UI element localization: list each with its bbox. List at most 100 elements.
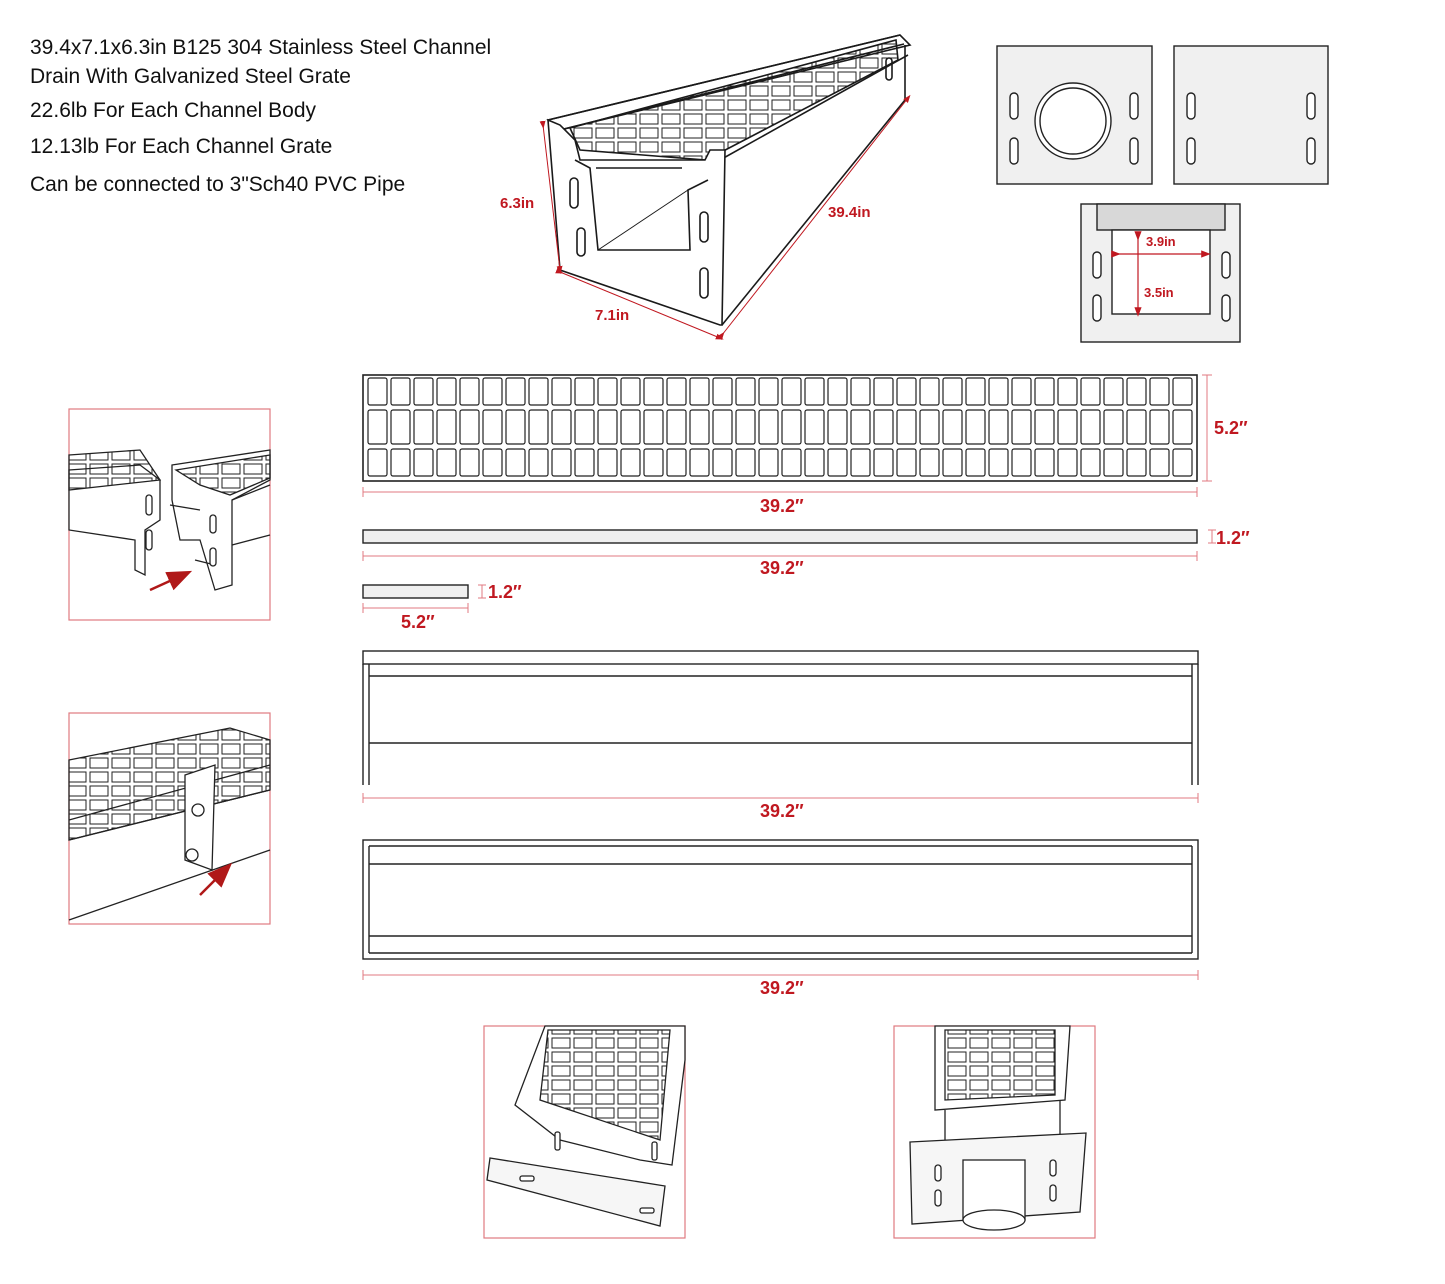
iso-length-label: 39.4in — [828, 204, 871, 221]
grate-cell — [804, 409, 825, 445]
grate-cell — [1103, 377, 1124, 406]
grate-cell — [1172, 409, 1193, 445]
grate-cell — [988, 377, 1009, 406]
grate-cell — [1149, 409, 1170, 445]
grate-cell — [896, 377, 917, 406]
body-top-length-label: 39.2″ — [760, 978, 804, 998]
grate-cell — [1126, 409, 1147, 445]
grate-cell — [597, 377, 618, 406]
grate-cell — [1172, 377, 1193, 406]
grate-cell — [689, 409, 710, 445]
grate-cell — [551, 409, 572, 445]
grate-cell — [712, 448, 733, 477]
grate-cell — [643, 409, 664, 445]
body-top-dimension-line — [362, 970, 1199, 980]
grate-cell — [804, 377, 825, 406]
grate-cell — [850, 409, 871, 445]
grate-cell — [1034, 409, 1055, 445]
grate-cell — [551, 377, 572, 406]
grate-cell — [1034, 377, 1055, 406]
grate-cell — [436, 377, 457, 406]
grate-cell — [1126, 377, 1147, 406]
grate-cell — [482, 409, 503, 445]
detail-channel-connection — [68, 408, 271, 621]
grate-cell — [459, 377, 480, 406]
grate-cell — [1080, 448, 1101, 477]
grate-cell — [413, 377, 434, 406]
grate-cell — [413, 448, 434, 477]
grate-cell — [1034, 448, 1055, 477]
grate-cell — [1080, 377, 1101, 406]
grate-cell — [413, 409, 434, 445]
grate-cell — [574, 409, 595, 445]
endcap-opening-height-label: 3.9in — [1146, 234, 1176, 249]
grate-cell — [620, 448, 641, 477]
grate-cell — [827, 377, 848, 406]
grate-cell — [1126, 448, 1147, 477]
grate-cell — [850, 448, 871, 477]
grate-cell — [735, 409, 756, 445]
grate-cell — [390, 448, 411, 477]
grate-width-label: 5.2″ — [1214, 418, 1248, 438]
grate-cell — [390, 409, 411, 445]
grate-cell — [1149, 448, 1170, 477]
grate-cell — [620, 409, 641, 445]
grate-end-width-label: 5.2″ — [401, 612, 435, 632]
iso-channel-drawing — [546, 34, 912, 326]
body-side-dimension-line — [362, 793, 1199, 803]
detail-end-plate — [483, 1025, 686, 1239]
grate-cell — [436, 448, 457, 477]
spec-pipe-note: Can be connected to 3"Sch40 PVC Pipe — [30, 173, 406, 196]
grate-side-view — [362, 529, 1198, 544]
endcap-dimension-lines — [1111, 231, 1211, 317]
grate-cell — [597, 409, 618, 445]
grate-top-view — [362, 374, 1198, 482]
grate-cell — [712, 409, 733, 445]
grate-cell — [505, 377, 526, 406]
grate-cell — [965, 409, 986, 445]
grate-cell — [436, 409, 457, 445]
endcap-open-frame — [1080, 203, 1241, 343]
grate-cell — [643, 448, 664, 477]
grate-cell — [896, 448, 917, 477]
grate-cell — [459, 448, 480, 477]
grate-cell — [367, 377, 388, 406]
grate-cell — [1057, 409, 1078, 445]
grate-length-label: 39.2″ — [760, 496, 804, 516]
spec-grate-weight: 12.13lb For Each Channel Grate — [30, 135, 333, 158]
grate-cell — [666, 377, 687, 406]
body-side-length-label: 39.2″ — [760, 801, 804, 821]
grate-cell — [988, 409, 1009, 445]
grate-cell — [781, 409, 802, 445]
body-side-view — [362, 650, 1199, 785]
grate-cell — [574, 448, 595, 477]
grate-cell — [643, 377, 664, 406]
grate-end-dimension-lines — [362, 584, 486, 613]
grate-cell — [390, 377, 411, 406]
grate-cell — [574, 377, 595, 406]
grate-cell — [850, 377, 871, 406]
grate-cell — [919, 377, 940, 406]
spec-body-weight: 22.6lb For Each Channel Body — [30, 99, 317, 122]
grate-cell — [919, 448, 940, 477]
endcap-opening-width-label: 3.5in — [1144, 285, 1174, 300]
grate-cell — [827, 448, 848, 477]
grate-cell — [1057, 377, 1078, 406]
grate-cell — [942, 448, 963, 477]
grate-cell — [758, 448, 779, 477]
spec-title-line2: Drain With Galvanized Steel Grate — [30, 65, 351, 88]
grate-cell — [689, 448, 710, 477]
grate-cell — [367, 448, 388, 477]
grate-cell — [1103, 409, 1124, 445]
grate-cell — [1103, 448, 1124, 477]
grate-cell — [873, 409, 894, 445]
grate-top-dimension-lines — [362, 374, 1212, 497]
grate-cell — [896, 409, 917, 445]
grate-side-thickness-label: 1.2″ — [1216, 528, 1250, 548]
grate-cell — [1080, 409, 1101, 445]
grate-side-length-label: 39.2″ — [760, 558, 804, 578]
grate-cell — [1011, 409, 1032, 445]
grate-cell — [528, 377, 549, 406]
iso-dimension-lines — [539, 94, 911, 340]
grate-cell — [482, 377, 503, 406]
